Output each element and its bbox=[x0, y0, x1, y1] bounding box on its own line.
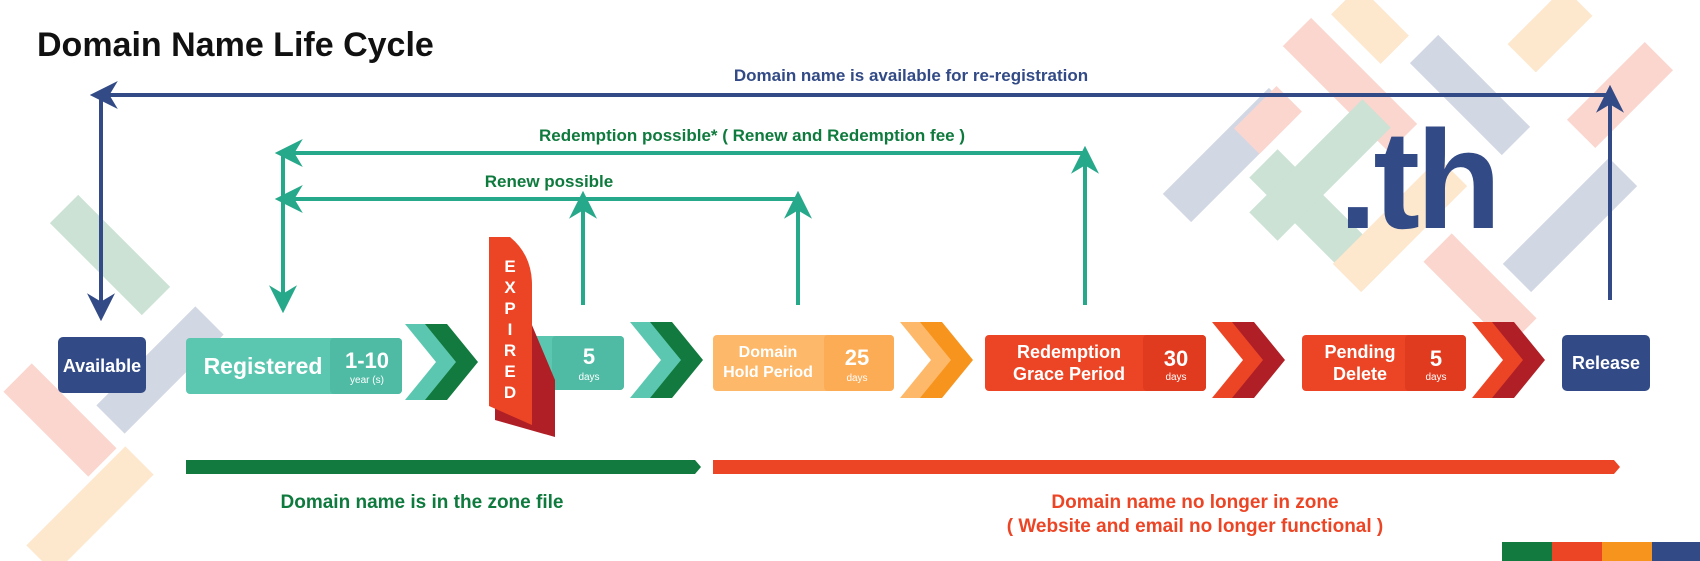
in-zone-label: Domain name is in the zone file bbox=[281, 492, 564, 513]
redemption-unit: days bbox=[1165, 372, 1186, 383]
registered-value: 1-10 bbox=[345, 348, 389, 373]
in-zone-bar bbox=[186, 460, 701, 474]
pending-stage: Pending Delete 5 days bbox=[1302, 335, 1466, 391]
reregistration-label: Domain name is available for re-registra… bbox=[734, 66, 1088, 85]
reregistration-arrow bbox=[87, 81, 1624, 322]
redemption-label: Redemption possible* ( Renew and Redempt… bbox=[539, 126, 965, 145]
registered-stage: Registered 1-10 year (s) bbox=[186, 338, 402, 394]
page-title: Domain Name Life Cycle bbox=[37, 26, 434, 64]
expired-letter: D bbox=[504, 383, 516, 402]
registered-unit: year (s) bbox=[350, 375, 384, 386]
redemption-label-line1: Redemption bbox=[1017, 342, 1121, 362]
expired-letter: E bbox=[504, 362, 515, 381]
expired-letter: P bbox=[504, 299, 515, 318]
hold-label-line1: Domain bbox=[739, 344, 798, 361]
renew-label: Renew possible bbox=[485, 172, 613, 191]
redemption-label-line2: Grace Period bbox=[1013, 364, 1125, 384]
hold-label-line2: Hold Period bbox=[723, 364, 813, 381]
brand-color-strip bbox=[1502, 542, 1700, 561]
registered-label: Registered bbox=[204, 353, 323, 379]
renew-arrow bbox=[274, 185, 812, 305]
redemption-value: 30 bbox=[1164, 346, 1188, 371]
hold-value: 25 bbox=[845, 345, 869, 370]
available-label: Available bbox=[63, 356, 141, 376]
expired-letter: I bbox=[508, 320, 513, 339]
expired-value: 5 bbox=[583, 344, 595, 369]
hold-unit: days bbox=[846, 373, 867, 384]
th-logo: .th bbox=[1338, 101, 1497, 258]
chevron-right-icon bbox=[1212, 322, 1285, 398]
expired-letter: X bbox=[504, 278, 516, 297]
redemption-stage: Redemption Grace Period 30 days bbox=[985, 335, 1206, 391]
chevron-right-icon bbox=[630, 322, 703, 398]
chevron-right-icon bbox=[900, 322, 973, 398]
out-zone-label-line1: Domain name no longer in zone bbox=[1051, 492, 1338, 513]
chevron-right-icon bbox=[1472, 322, 1545, 398]
out-zone-bar bbox=[713, 460, 1620, 474]
release-label: Release bbox=[1572, 353, 1640, 373]
out-zone-label-line2: ( Website and email no longer functional… bbox=[1007, 516, 1384, 537]
expired-unit: days bbox=[578, 372, 599, 383]
available-stage: Available bbox=[58, 337, 146, 393]
pending-label-line1: Pending bbox=[1325, 342, 1396, 362]
expired-stage: E X P I R E D 5 days bbox=[489, 237, 624, 437]
redemption-arrow bbox=[269, 139, 1099, 314]
pending-label-line2: Delete bbox=[1333, 364, 1387, 384]
expired-letter: R bbox=[504, 341, 516, 360]
release-stage: Release bbox=[1562, 335, 1650, 391]
chevron-right-icon bbox=[405, 324, 478, 400]
hold-stage: Domain Hold Period 25 days bbox=[713, 335, 894, 391]
pending-value: 5 bbox=[1430, 346, 1442, 371]
pending-unit: days bbox=[1425, 372, 1446, 383]
expired-letter: E bbox=[504, 257, 515, 276]
